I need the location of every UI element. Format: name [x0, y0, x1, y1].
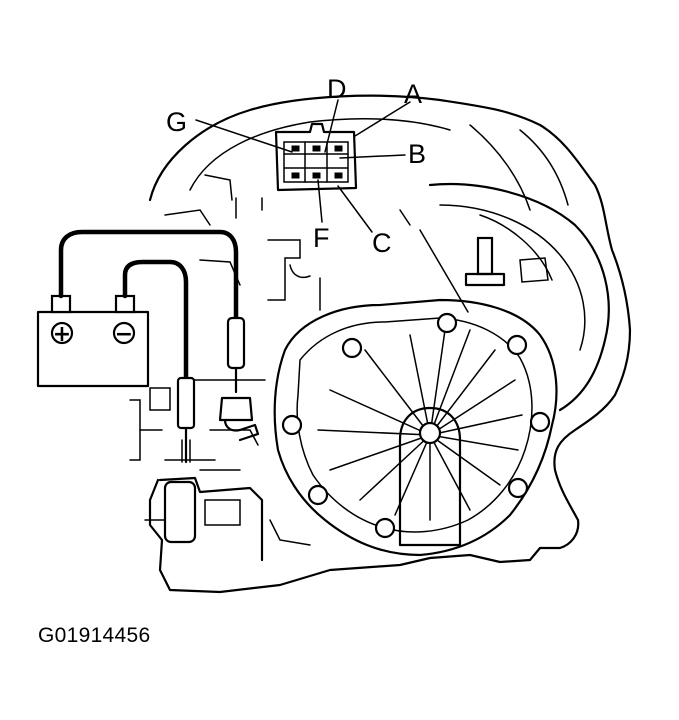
callout-b: B — [408, 139, 426, 169]
battery-positive-symbol: + — [53, 322, 71, 347]
battery-positive-terminal-icon — [50, 321, 74, 345]
leader-a — [354, 101, 411, 137]
positive-probe — [226, 316, 246, 370]
connector-terminal — [218, 396, 254, 422]
negative-probe — [176, 376, 196, 430]
callout-leaders — [195, 99, 411, 233]
callout-d: D — [327, 74, 347, 104]
callout-g: G — [166, 107, 187, 137]
test-leads — [58, 229, 260, 464]
battery-icon: + − — [36, 294, 150, 388]
battery-negative-terminal-icon — [112, 321, 136, 345]
figure-id-caption: G01914456 — [38, 624, 151, 647]
battery-negative-symbol: − — [115, 322, 133, 347]
callout-a: A — [404, 79, 422, 109]
end-cover-drawing — [273, 298, 558, 557]
callout-c: C — [372, 228, 392, 258]
leader-f — [317, 179, 323, 223]
leader-g — [195, 119, 293, 153]
leader-b — [339, 154, 406, 159]
leader-c — [337, 185, 373, 233]
negative-lead — [122, 259, 189, 381]
connector-icon — [274, 122, 358, 192]
transmission-housing-drawing — [148, 94, 632, 594]
positive-lead — [58, 229, 239, 321]
leader-d — [324, 99, 339, 153]
callout-f: F — [313, 223, 330, 253]
